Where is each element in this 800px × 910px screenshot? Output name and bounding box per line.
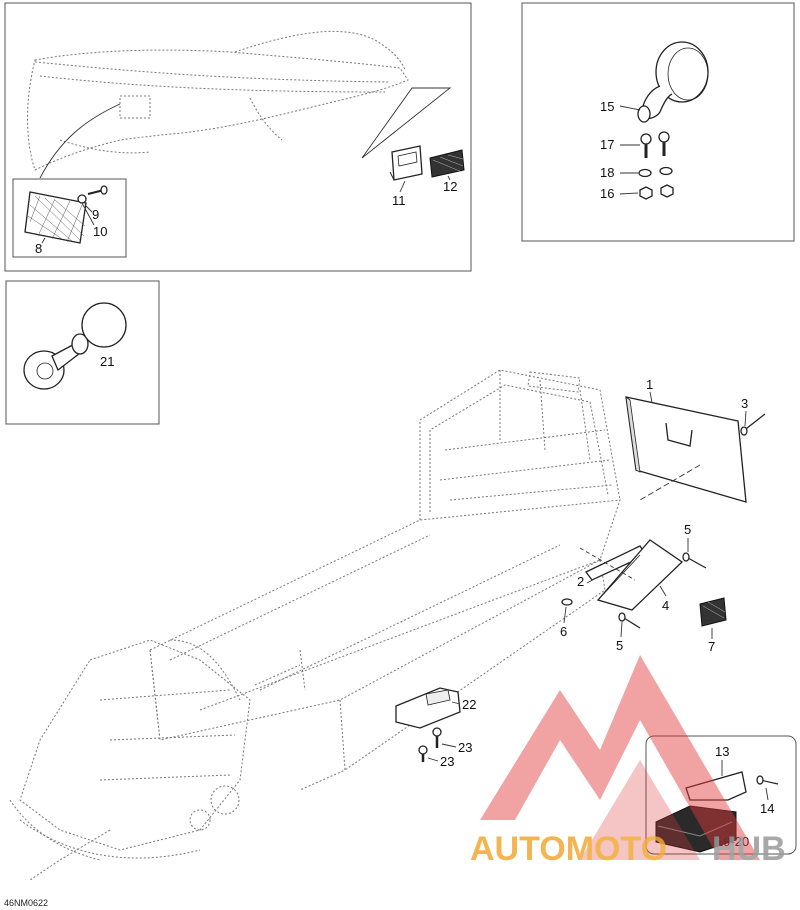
- callout-3: 3: [741, 396, 748, 411]
- callout-10: 10: [93, 224, 107, 239]
- watermark-text-main: AUTOMOTO: [470, 830, 667, 868]
- part-10-washer: [77, 194, 87, 204]
- part-9-screw: [87, 185, 108, 195]
- part-6-washer: [561, 598, 573, 606]
- part-16-nuts: [639, 184, 674, 200]
- callout-17: 17: [600, 137, 614, 152]
- callout-5-lower: 5: [616, 638, 623, 653]
- part-17-screws: [640, 131, 670, 158]
- part-18-washers: [638, 166, 673, 178]
- callout-21: 21: [100, 354, 114, 369]
- part-5-rivets: [618, 552, 707, 629]
- vehicle-frame-outline: [9, 369, 621, 881]
- part-4-flap-support: [596, 539, 684, 611]
- callout-15: 15: [600, 99, 614, 114]
- part-7-reflector: [699, 597, 727, 627]
- callout-16: 16: [600, 186, 614, 201]
- part-23-screws: [418, 727, 442, 762]
- callout-12: 12: [443, 179, 457, 194]
- diagram-code: 46NM0622: [4, 898, 48, 908]
- callout-6: 6: [560, 624, 567, 639]
- callout-8: 8: [35, 241, 42, 256]
- part-22-cover: [395, 687, 461, 729]
- part-3-rivets: [740, 413, 766, 436]
- automotohub-watermark-logo: AUTOMOTO HUB: [470, 655, 786, 868]
- part-11-bracket: [389, 145, 423, 181]
- watermark-text-suffix: HUB: [712, 830, 786, 868]
- part-21-horn: [23, 302, 127, 390]
- part-8-reflector-large: [24, 191, 87, 244]
- part-15-mirror: [637, 41, 709, 123]
- callout-7: 7: [708, 639, 715, 654]
- panel-reflector-detail: 9 10 8 11 12: [4, 2, 472, 272]
- callout-2: 2: [577, 574, 584, 589]
- callout-22: 22: [462, 697, 476, 712]
- part-1-snowflap: [625, 396, 747, 503]
- callout-5-upper: 5: [684, 522, 691, 537]
- callout-18: 18: [600, 165, 614, 180]
- callout-1: 1: [646, 377, 653, 392]
- callout-11: 11: [392, 193, 406, 208]
- callout-4: 4: [662, 598, 669, 613]
- callout-13: 13: [715, 744, 729, 759]
- callout-labels: 1 3 5 2 4 6 5 7 22 23 23 13 14 19-20: [427, 377, 774, 849]
- callout-23-lower: 23: [440, 754, 454, 769]
- panel-horn-detail: 21: [5, 280, 160, 425]
- part-13-bracket: [685, 771, 747, 801]
- callout-9: 9: [92, 207, 99, 222]
- panel-mirror-detail: 15 17 18 16: [521, 2, 795, 242]
- part-12-reflector-small: [429, 149, 465, 178]
- part-14-rivet: [756, 775, 779, 785]
- callout-23-upper: 23: [458, 740, 472, 755]
- callout-14: 14: [760, 801, 774, 816]
